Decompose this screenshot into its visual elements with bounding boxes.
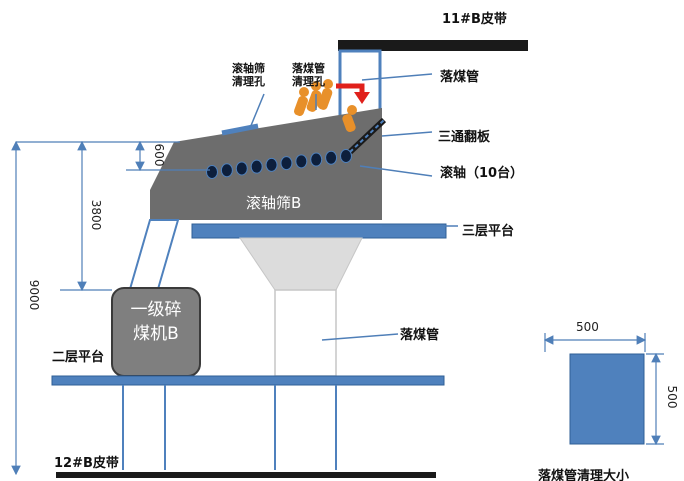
dim-3800: 3800 [89,199,103,231]
workers-illustration [294,79,357,133]
dim-500-width: 500 [576,320,599,334]
belt-12b-label: 12#B皮带 [54,456,119,471]
dim-9000: 9000 [27,279,41,311]
drop-pipe-top-label: 落煤管 [440,70,480,85]
leader-lines [249,73,458,341]
roller-row [206,149,352,179]
third-floor-label: 三层平台 [462,224,515,239]
crusher-label: 一级碎 煤机B [130,300,182,344]
second-floor-platform [51,375,445,386]
drop-pipe-lower [274,289,337,377]
belt-11b-label: 11#B皮带 [442,12,507,27]
belt-12b [56,472,436,478]
cleanout-size-square [569,353,645,445]
screen-cleanout-label: 滚轴筛 清理孔 [232,62,265,88]
rollers-label: 滚轴（10台） [440,166,524,181]
roller [250,159,263,174]
screen-cleanout-plate [221,123,259,136]
roller [265,157,278,172]
roller [235,161,248,176]
bottom-note: 落煤管清理大小 [538,469,630,481]
roller [340,149,352,163]
roller [220,163,233,178]
funnel [239,237,363,291]
belt-11b [338,40,528,51]
drop-pipe-lower-label: 落煤管 [400,328,440,343]
pipe-cleanout-label: 落煤管 清理孔 [292,62,325,88]
chute [126,219,180,297]
roller [310,152,323,167]
dimension-lines [11,140,664,476]
dim-600: 600 [152,143,166,167]
roller-screen-label: 滚轴筛B [246,194,302,212]
tee-flap-label: 三通翻板 [438,130,491,145]
dim-500-height: 500 [665,385,679,409]
second-floor-label: 二层平台 [52,350,105,365]
roller [280,156,293,171]
support-columns [122,385,337,470]
flow-arrow [336,83,365,92]
roller [295,154,308,169]
roller [206,165,218,179]
roller [325,150,338,165]
